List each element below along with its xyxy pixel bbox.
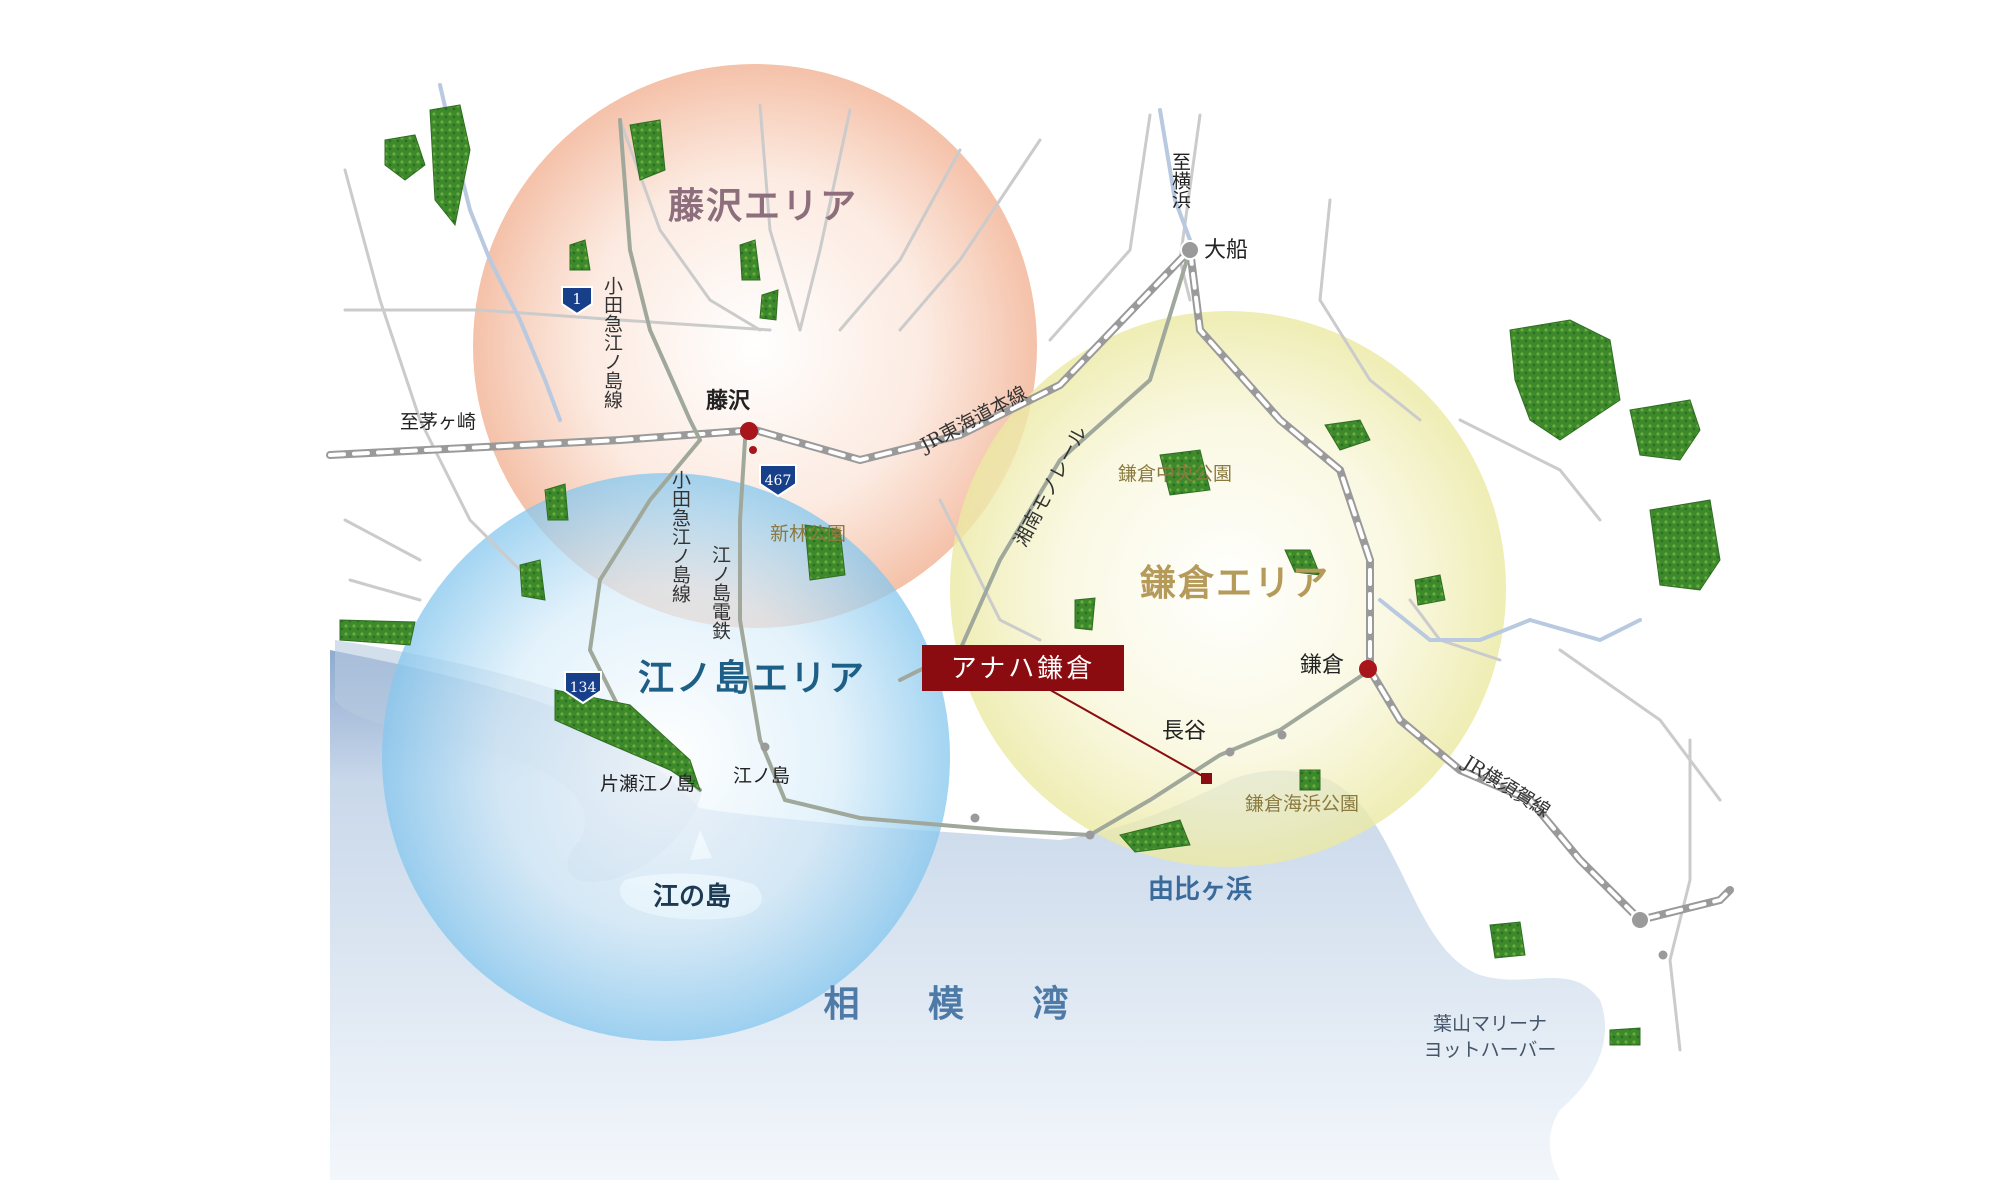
enoden-label: 江ノ島電鉄 — [709, 545, 731, 640]
property-marker[interactable]: アナハ鎌倉 — [922, 645, 1212, 784]
odakyu-lower-label: 小田急江ノ島線 — [669, 470, 691, 603]
fujisawa-station-marker — [740, 422, 758, 440]
hayama-marina-label-1: 葉山マリーナ — [1433, 1013, 1547, 1035]
enoshima-area-title: 江ノ島エリア — [638, 657, 866, 699]
property-name: アナハ鎌倉 — [951, 654, 1095, 684]
route-467-shield: 467 — [759, 464, 797, 498]
to-chigasaki-label: 至茅ヶ崎 — [400, 411, 476, 433]
green-areas — [339, 104, 1721, 1046]
ofuna-station-marker — [1180, 240, 1200, 260]
fujisawa-label: 藤沢 — [706, 388, 751, 414]
yuigahama-label: 由比ヶ浜 — [1148, 875, 1252, 905]
hayama-marina-label-2: ヨットハーバー — [1424, 1039, 1557, 1061]
sagami-bay-label: 相 模 湾 — [823, 983, 1096, 1025]
ofuna-label: 大船 — [1204, 238, 1248, 263]
katase-label: 片瀬江ノ島 — [600, 773, 695, 795]
kamakura-station-marker — [1359, 660, 1377, 678]
kamakura-chuo-park-label: 鎌倉中央公園 — [1118, 463, 1232, 485]
hase-label: 長谷 — [1162, 719, 1206, 744]
odakyu-upper-label: 小田急江ノ島線 — [601, 276, 623, 409]
zushi-station-marker — [1630, 910, 1650, 930]
shinbayashi-park-label: 新林公園 — [770, 523, 846, 545]
kamakura-area-circle — [950, 311, 1506, 867]
fujisawa-sub-marker — [749, 446, 757, 454]
kamakura-kaihin-park-label: 鎌倉海浜公園 — [1245, 793, 1359, 815]
kamakura-area-title: 鎌倉エリア — [1140, 562, 1330, 604]
fujisawa-area-title: 藤沢エリア — [668, 185, 858, 227]
roads — [343, 103, 1722, 1052]
svg-text:134: 134 — [570, 680, 597, 696]
kamakura-label: 鎌倉 — [1300, 653, 1344, 678]
svg-text:467: 467 — [765, 473, 792, 489]
route-1-shield: 1 — [561, 286, 593, 316]
enoshima-station-label: 江ノ島 — [733, 765, 790, 787]
enoshima-island-label: 江の島 — [653, 882, 731, 912]
stations — [740, 240, 1668, 960]
route-134-shield: 134 — [564, 671, 602, 705]
jr-yokosuka-label: JR横須賀線 — [1458, 751, 1554, 823]
svg-text:1: 1 — [572, 290, 582, 308]
to-yokohama-label: 至横浜 — [1169, 152, 1191, 209]
